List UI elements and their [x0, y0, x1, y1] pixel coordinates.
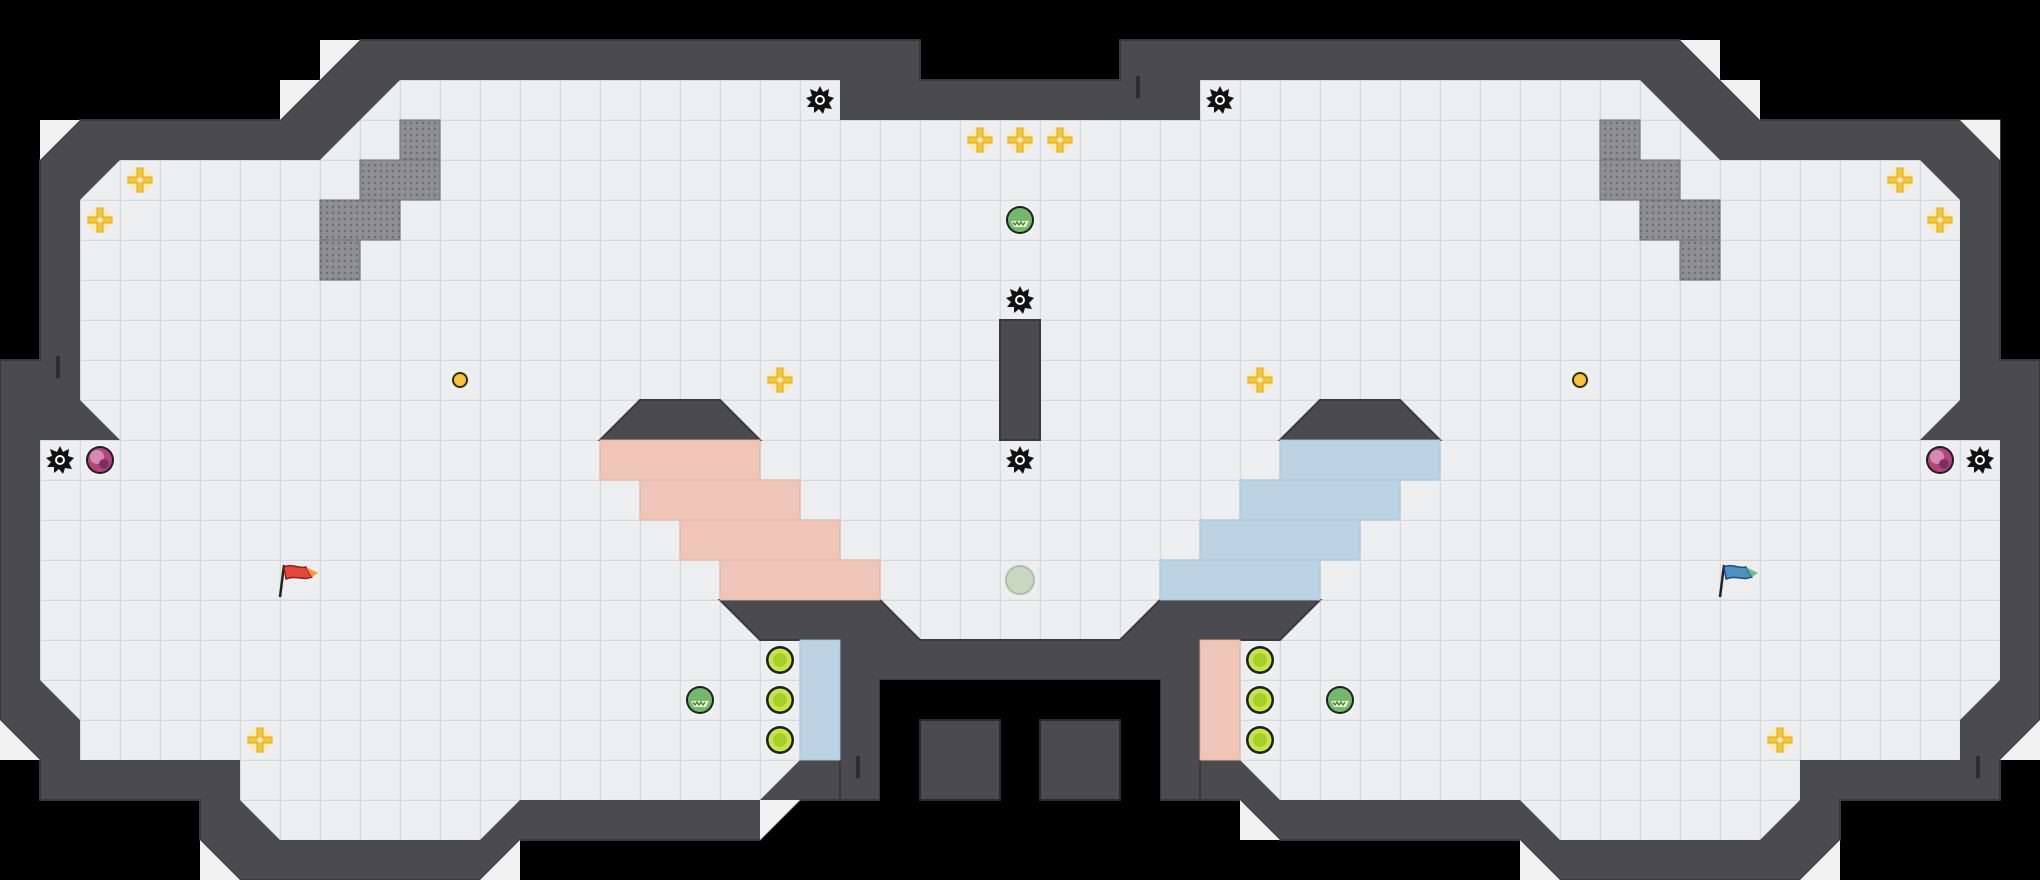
boost-icon	[1046, 126, 1074, 154]
blue-flag-icon	[1718, 564, 1758, 598]
blue-team-tiles	[799, 439, 1441, 761]
top-notch-left	[840, 80, 880, 120]
button-icon	[1246, 726, 1274, 754]
button-icon	[1572, 372, 1588, 388]
red-team-tiles	[599, 439, 1241, 761]
boost-icon	[1886, 166, 1914, 194]
boost-icon	[246, 726, 274, 754]
wall-markers	[56, 76, 1980, 778]
portal-icon	[1005, 565, 1035, 595]
boost-icon	[1006, 126, 1034, 154]
button-icon	[766, 686, 794, 714]
tagpro-icon	[685, 685, 715, 715]
wall-highlights	[0, 40, 2040, 880]
boost-icon	[766, 366, 794, 394]
center-bottom-structure	[717, 599, 1323, 880]
red-flag-icon	[278, 564, 318, 598]
top-notch-right	[1160, 80, 1200, 120]
boost-icon	[1246, 366, 1274, 394]
button-icon	[766, 726, 794, 754]
center-pillar	[999, 319, 1041, 441]
button-icon	[766, 646, 794, 674]
tagpro-icon	[1325, 685, 1355, 715]
small-buttons	[452, 372, 1588, 388]
boost-icon	[126, 166, 154, 194]
boost-icon	[966, 126, 994, 154]
button-icon	[1246, 686, 1274, 714]
button-icon	[1246, 646, 1274, 674]
powerup-icon	[1926, 446, 1954, 474]
tagpro-icon	[1005, 205, 1035, 235]
boost-icon	[1926, 206, 1954, 234]
powerup-icon	[86, 446, 114, 474]
boost-icon	[1766, 726, 1794, 754]
boost-icon	[86, 206, 114, 234]
speed-tiles	[319, 119, 1721, 281]
button-icon	[452, 372, 468, 388]
